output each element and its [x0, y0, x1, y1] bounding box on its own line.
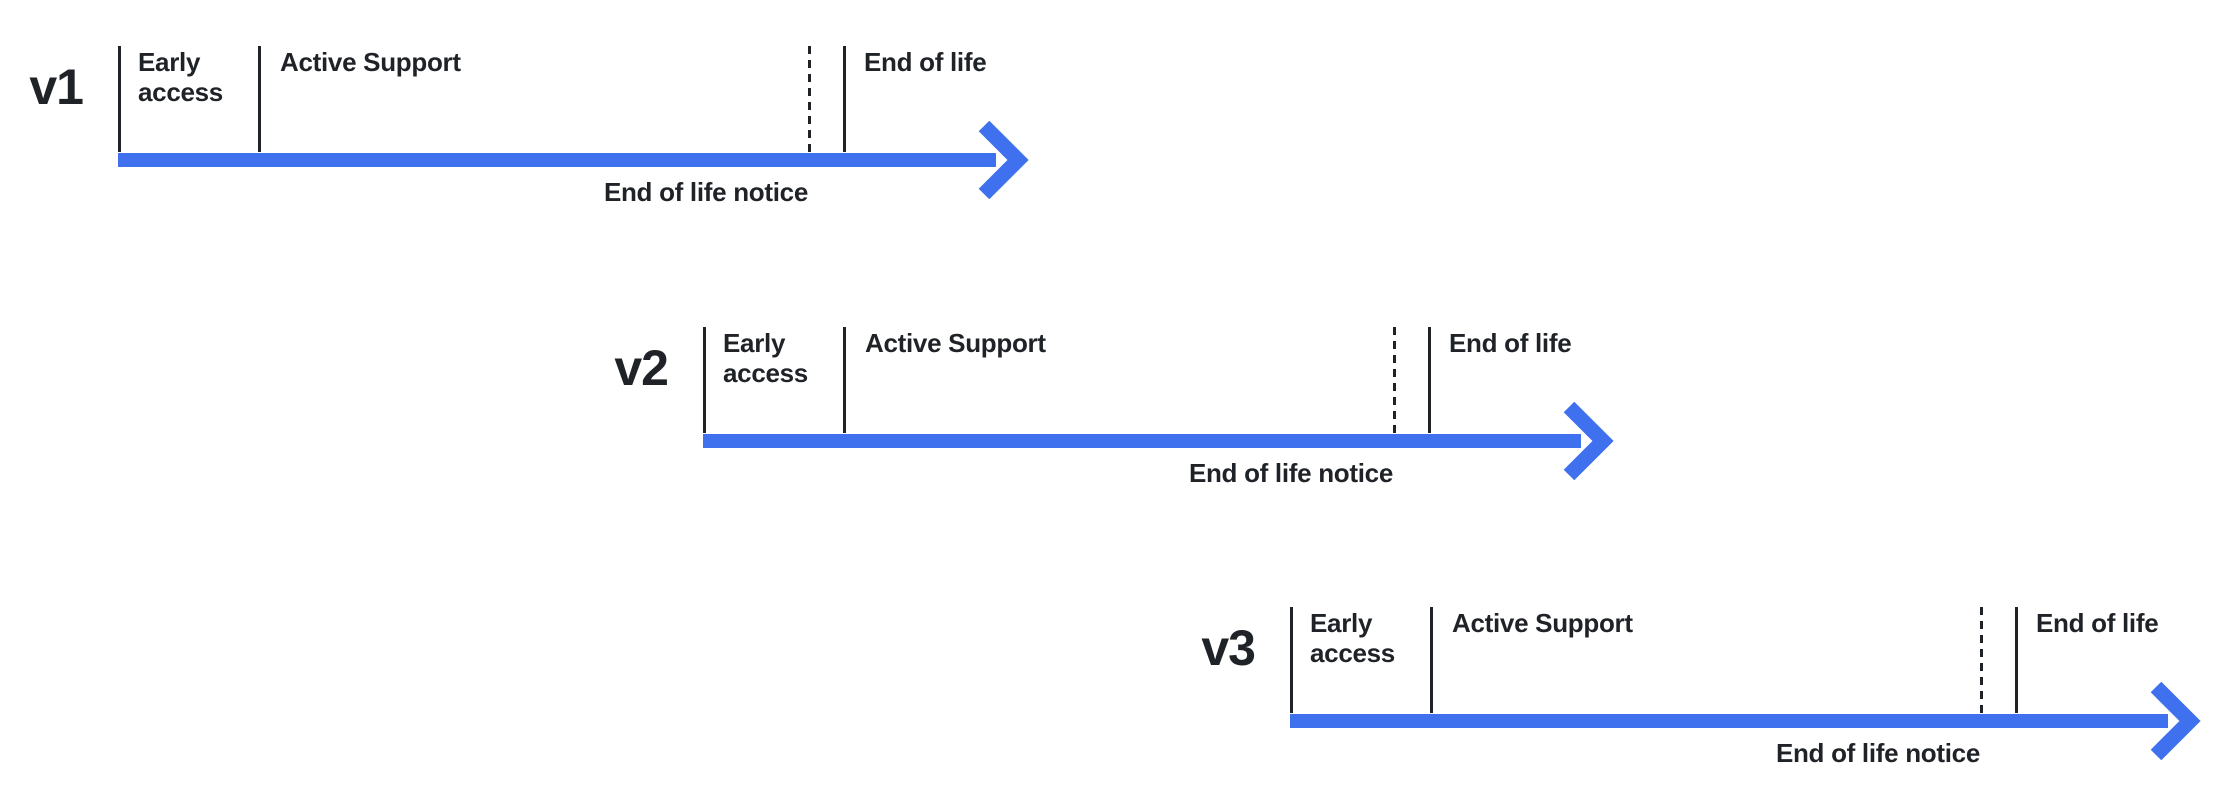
active-support-label: Active Support	[280, 47, 461, 77]
timeline-v1-graphics	[118, 46, 1029, 200]
version-label: v2	[614, 340, 669, 396]
early-access-label: Early access	[1310, 608, 1395, 668]
version-label: v1	[29, 59, 84, 115]
end-of-life-notice-label: End of life notice	[603, 177, 808, 207]
end-of-life-notice-label: End of life notice	[1188, 458, 1393, 488]
active-support-label: Active Support	[1452, 608, 1633, 638]
end-of-life-notice-label: End of life notice	[1775, 738, 1980, 768]
timeline-v2: v2 Early access Active Support End of li…	[523, 317, 1643, 512]
timeline-v1: v1 Early access Active Support End of li…	[0, 36, 1058, 231]
timeline-arrowhead	[978, 120, 1029, 200]
end-of-life-label: End of life	[864, 47, 987, 77]
version-label: v3	[1201, 620, 1256, 676]
timeline-arrowhead	[2150, 681, 2201, 761]
early-access-label: Early access	[138, 47, 223, 107]
active-support-label: Active Support	[865, 328, 1046, 358]
timeline-arrowhead	[1563, 401, 1614, 481]
early-access-label: Early access	[723, 328, 808, 388]
end-of-life-label: End of life	[2036, 608, 2159, 638]
timeline-v3-graphics	[1290, 607, 2201, 761]
timeline-v2-graphics	[703, 327, 1614, 481]
timeline-v3: v3 Early access Active Support End of li…	[1110, 597, 2228, 792]
end-of-life-label: End of life	[1449, 328, 1572, 358]
